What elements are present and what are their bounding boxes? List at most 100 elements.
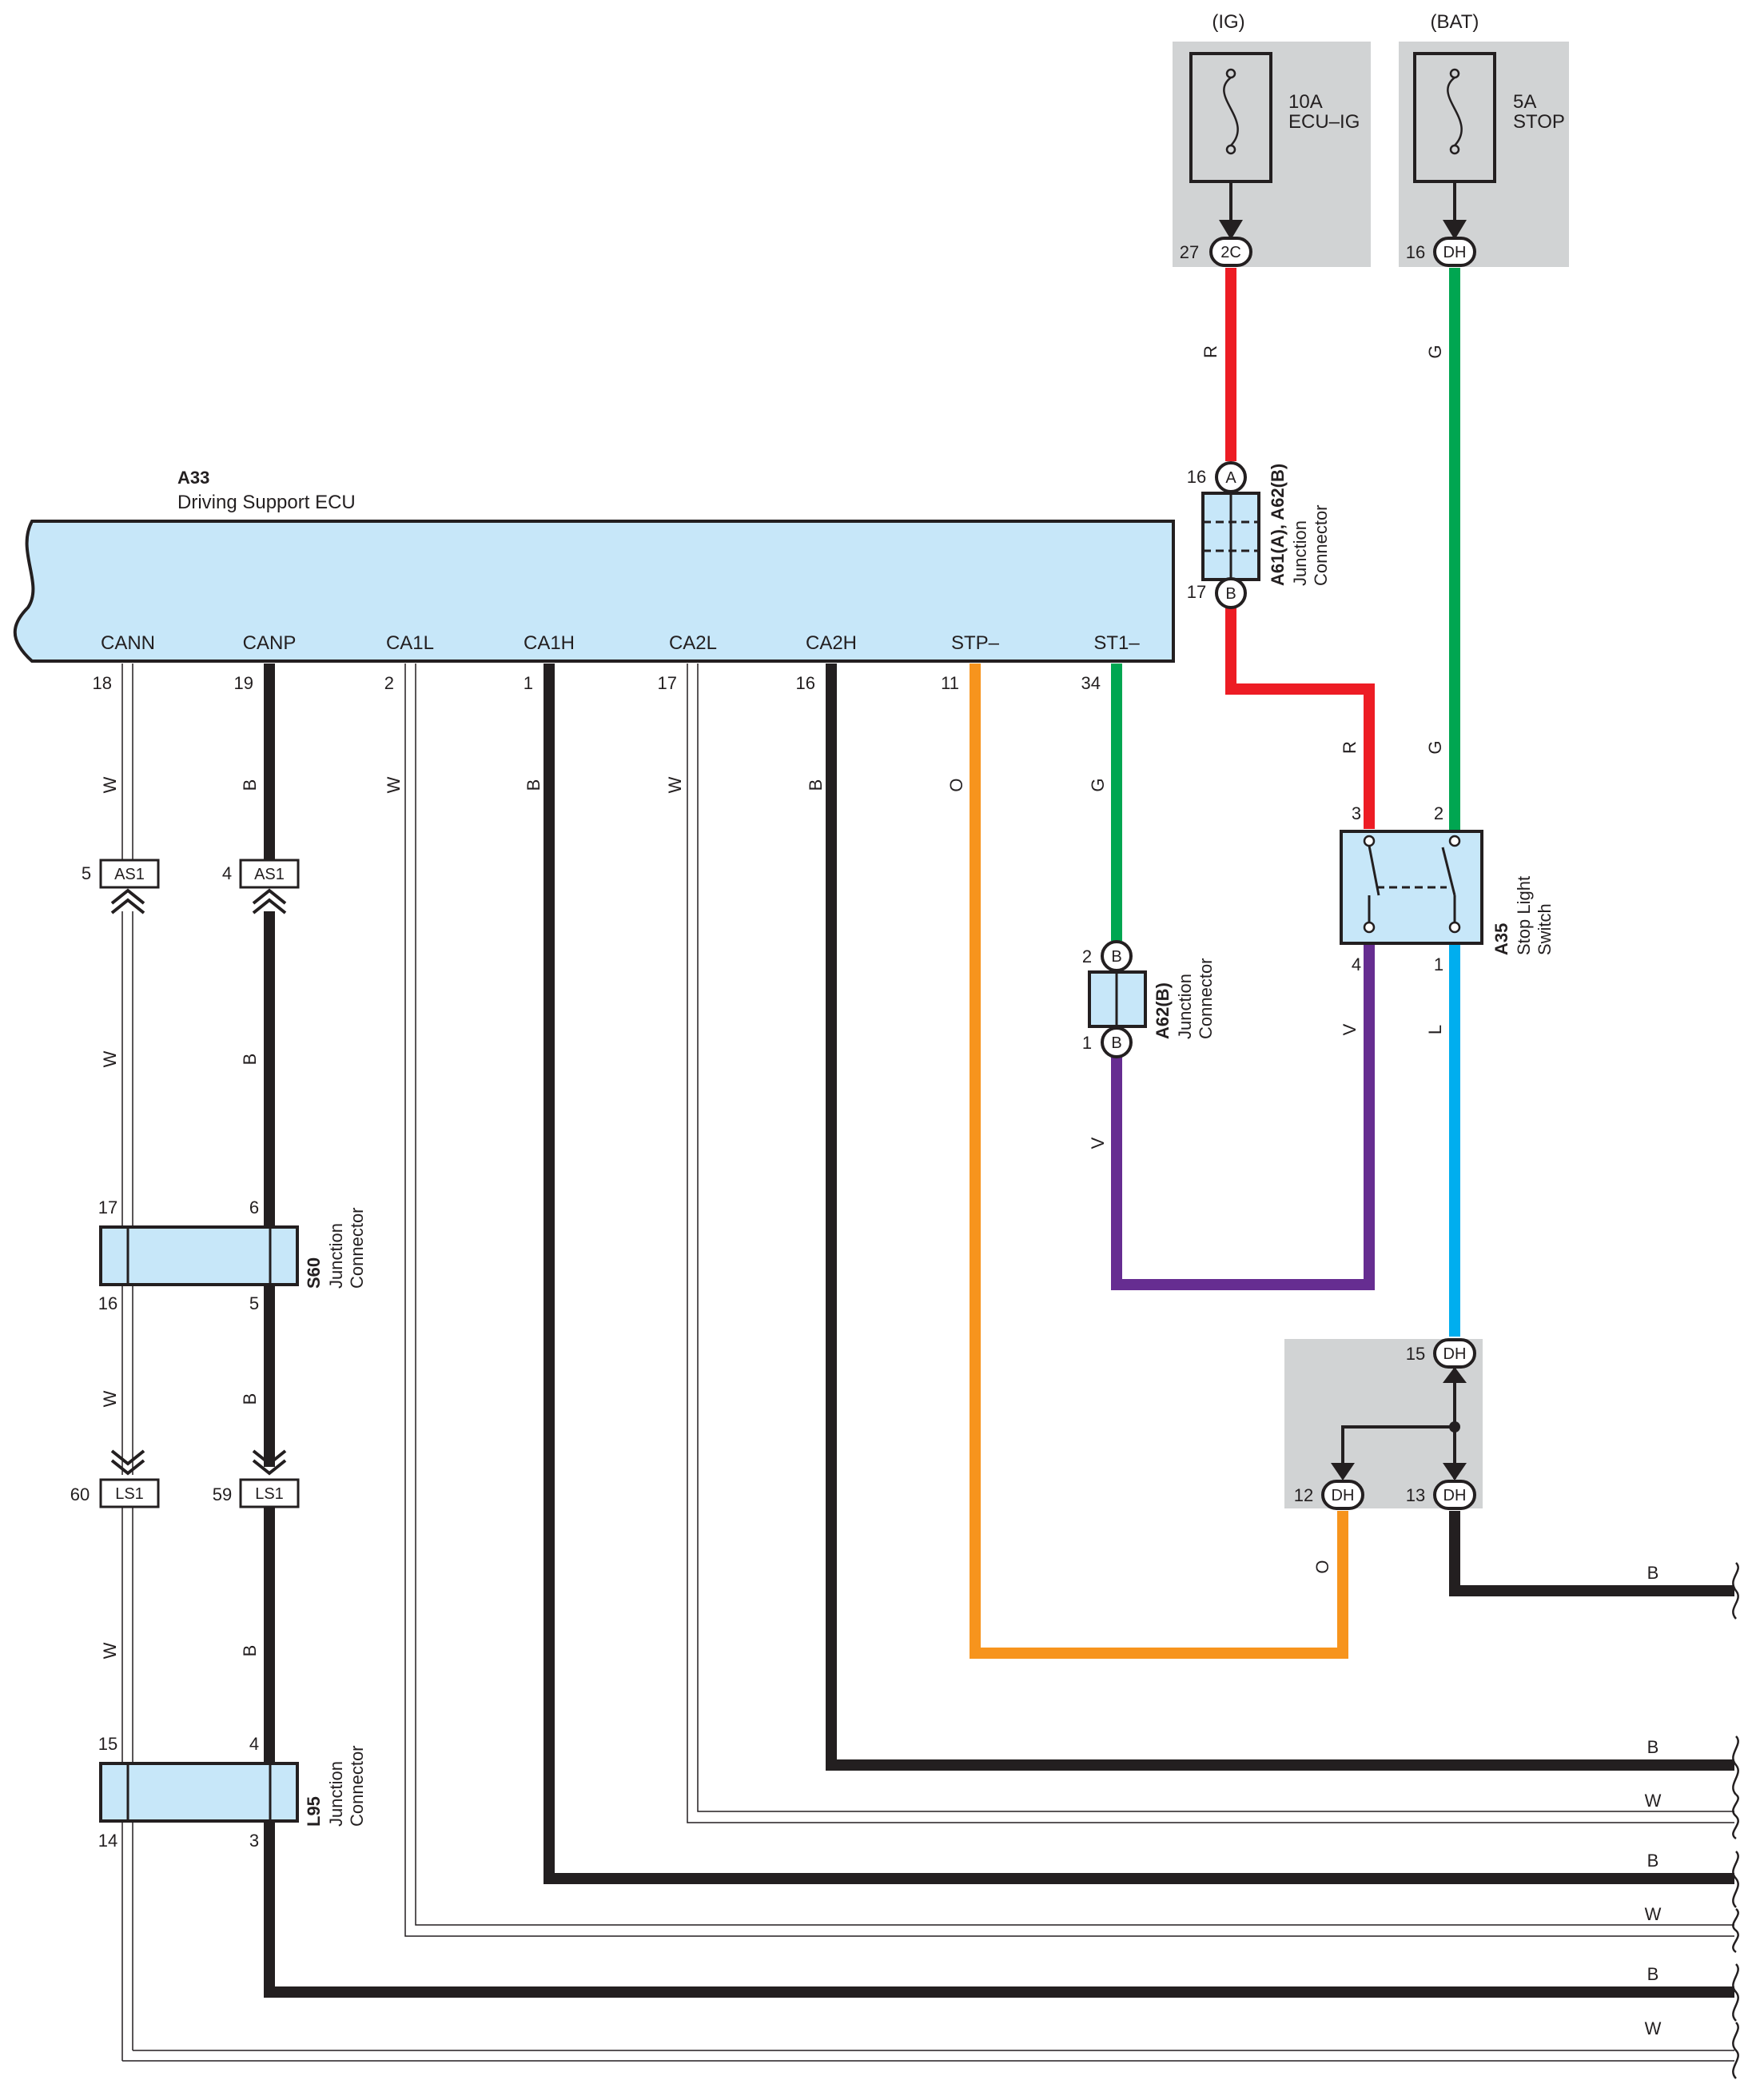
svg-text:13: 13 [1406,1485,1425,1505]
conn-12-dh: DH 12 [1294,1480,1364,1510]
ecu-id: A33 [177,468,209,488]
ca2h-wire [826,663,1734,1771]
svg-text:L95: L95 [304,1796,324,1827]
ls1-connector-b: LS1 59 [213,1449,300,1508]
conn-27-2c: 2C 27 [1180,237,1252,267]
svg-text:Switch: Switch [1535,903,1555,955]
svg-text:Stop Light: Stop Light [1514,876,1534,955]
svg-text:R: R [1201,345,1220,358]
svg-text:W: W [1645,1904,1662,1924]
ig-fuse-rating: 10A [1288,91,1323,113]
svg-text:Junction: Junction [326,1223,346,1289]
svg-text:B: B [1111,1034,1121,1052]
svg-text:27: 27 [1180,242,1199,262]
svg-text:Connector: Connector [347,1745,367,1827]
wire-code-labels: W B W B W B O G W B W B W B R G R G V V … [100,345,1662,2038]
svg-text:Junction: Junction [1175,974,1195,1039]
ecu-terminal-name: ST1– [1093,632,1140,654]
svg-text:B: B [1225,585,1236,603]
bat-fuse-block [1399,42,1569,267]
svg-text:1: 1 [1434,954,1443,974]
conn-13-dh: DH 13 [1406,1480,1476,1510]
a62-junction-connector: B B 2 1 A62(B) Junction Connector [1082,940,1216,1058]
svg-text:15: 15 [98,1734,117,1754]
svg-text:Junction: Junction [1290,520,1310,586]
svg-text:DH: DH [1332,1487,1355,1504]
ca1h-wire [544,663,1734,1884]
svg-text:O: O [1312,1560,1332,1573]
svg-text:1: 1 [1082,1033,1092,1053]
svg-text:B: B [1111,948,1121,966]
svg-text:14: 14 [98,1831,117,1851]
svg-text:W: W [100,1050,120,1067]
svg-text:12: 12 [1294,1485,1313,1505]
stp-wire [970,663,1348,1659]
ecu-terminal-pin: 18 [93,673,112,693]
dh13-ground-wire [1449,1511,1734,1596]
svg-text:59: 59 [213,1484,232,1504]
svg-text:6: 6 [249,1197,259,1217]
ecu-terminal-pin: 17 [658,673,677,693]
ecu-terminal-pin: 11 [941,673,959,693]
svg-text:A62(B): A62(B) [1153,982,1173,1039]
svg-text:2: 2 [1082,946,1092,966]
svg-text:B: B [240,1645,260,1657]
stop-light-switch: 3 2 4 1 A35 Stop Light Switch [1340,803,1555,974]
svg-text:15: 15 [1406,1344,1425,1364]
ecu-terminal-name: CANN [101,632,155,654]
svg-text:17: 17 [1187,582,1206,602]
svg-text:W: W [100,776,120,793]
as1-connector-b: AS1 4 [222,859,300,915]
ecu-terminal-name: CA1H [524,632,575,654]
svg-text:B: B [1647,1964,1659,1984]
a62-to-switch-wire [1111,943,1375,1290]
svg-text:B: B [240,779,260,791]
ig-label: (IG) [1212,11,1244,33]
bat-fuse-rating: 5A [1513,91,1536,113]
as1-connector-w: AS1 5 [82,859,160,915]
svg-text:O: O [946,778,966,791]
svg-text:DH: DH [1443,1345,1467,1363]
svg-text:W: W [1645,1791,1662,1811]
ecu-terminal-pin: 19 [234,673,253,693]
svg-text:DH: DH [1443,1487,1467,1504]
ig-red-wire-bottom [1225,608,1375,829]
bat-label: (BAT) [1431,11,1479,33]
svg-text:W: W [1645,2018,1662,2038]
svg-text:3: 3 [249,1831,259,1851]
svg-text:B: B [240,1393,260,1405]
ecu-terminal-name: STP– [951,632,1000,654]
svg-text:Junction: Junction [326,1761,346,1827]
svg-text:16: 16 [98,1293,117,1313]
svg-text:Connector: Connector [347,1207,367,1289]
svg-text:W: W [665,776,685,793]
ecu-terminal-pin: 2 [384,673,394,693]
ig-fuse-name: ECU–IG [1288,111,1360,133]
svg-text:3: 3 [1352,803,1361,823]
ecu-terminal-name: CA2L [669,632,717,654]
ecu-terminal-name: CA1L [386,632,434,654]
conn-16-dh: DH 16 [1406,237,1476,267]
svg-text:5: 5 [82,863,91,883]
svg-text:LS1: LS1 [255,1485,284,1503]
svg-text:16: 16 [1406,242,1425,262]
svg-text:AS1: AS1 [254,866,285,883]
svg-text:B: B [1647,1563,1659,1583]
ca1l-wire [404,663,1734,1937]
l95-junction-connector: 15 4 14 3 L95 Junction Connector [98,1734,367,1851]
svg-text:2C: 2C [1220,244,1241,261]
ecu-terminal-name: CANP [243,632,297,654]
svg-text:G: G [1088,778,1108,791]
conn-15-dh: DH 15 [1406,1338,1476,1369]
ecu-terminal-name: CA2H [806,632,857,654]
svg-text:B: B [240,1054,260,1066]
svg-text:A61(A), A62(B): A61(A), A62(B) [1268,464,1288,586]
svg-text:5: 5 [249,1293,259,1313]
s60-junction-connector: 17 6 16 5 S60 Junction Connector [98,1197,367,1313]
svg-text:W: W [100,1642,120,1659]
svg-text:16: 16 [1187,467,1206,487]
svg-text:W: W [384,776,404,793]
svg-text:B: B [1647,1851,1659,1871]
ecu-body [13,520,1175,663]
